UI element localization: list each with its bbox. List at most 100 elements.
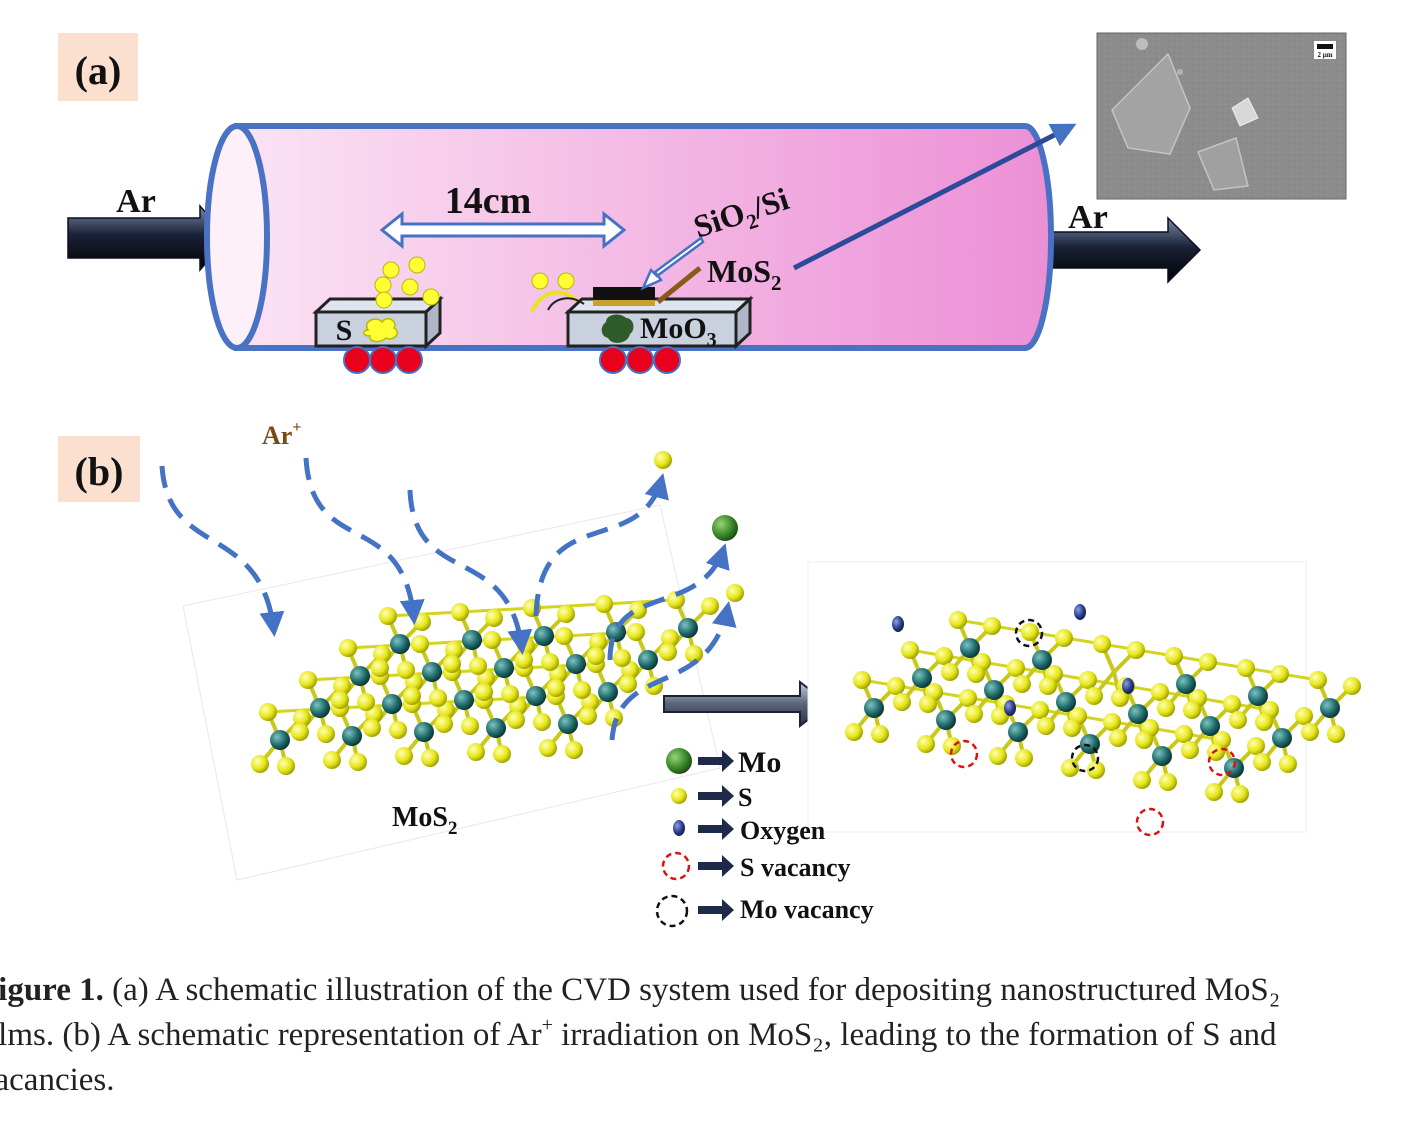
sulfur-atom (259, 703, 277, 721)
molybdenum-atom (984, 680, 1004, 700)
sulfur-atom (333, 677, 351, 695)
gas-outlet-arrow (1039, 216, 1202, 284)
ion-path-3 (407, 489, 533, 655)
sulfur-atom (397, 661, 415, 679)
oxygen-atom (1074, 604, 1086, 620)
sulfur-atom (1237, 659, 1255, 677)
pristine-lattice-label: MoS2 (392, 802, 458, 839)
sputter-path-1 (533, 473, 669, 617)
molybdenum-atom (422, 662, 442, 682)
quartz-tube (204, 123, 1054, 351)
sulfur-atom (469, 657, 487, 675)
sulfur-atom (403, 687, 421, 705)
figure-caption: Figure 1. (a) A schematic illustration o… (0, 968, 1421, 1103)
sulfur-atom (501, 685, 519, 703)
sulfur-atom (373, 645, 391, 663)
heater-right (599, 346, 681, 374)
sulfur-atom (1253, 753, 1271, 771)
sulfur-atom (379, 607, 397, 625)
molybdenum-atom (534, 626, 554, 646)
sulfur-atom (965, 705, 983, 723)
sulfur-atom (959, 689, 977, 707)
sulfur-atom (371, 659, 389, 677)
sulfur-atom (949, 611, 967, 629)
sulfur-atom (701, 597, 719, 615)
panel-b: (b) Ar+ MoS2 (58, 419, 1361, 928)
sulfur-atom (1037, 717, 1055, 735)
sulfur-atom (1135, 731, 1153, 749)
sulfur-atom (595, 595, 613, 613)
oxygen-atom (892, 616, 904, 632)
sulfur-atom (1295, 707, 1313, 725)
molybdenum-atom (270, 730, 290, 750)
sulfur-atom (627, 623, 645, 641)
legend-mo-label: Mo (738, 746, 781, 779)
sulfur-atom (845, 723, 863, 741)
sulfur-atom (493, 745, 511, 763)
defected-lattice-frame (807, 561, 1307, 833)
sulfur-atom (291, 723, 309, 741)
sulfur-atom (317, 725, 335, 743)
sulfur-atom (1343, 677, 1361, 695)
sulfur-atom (339, 639, 357, 657)
sulfur-atom (685, 645, 703, 663)
molybdenum-atom (350, 666, 370, 686)
sulfur-source-label: S (336, 314, 353, 347)
s-vacancy (1207, 747, 1237, 777)
molybdenum-atom (462, 630, 482, 650)
sulfur-atom (1157, 699, 1175, 717)
sulfur-atom (557, 605, 575, 623)
sulfur-atom (547, 679, 565, 697)
sulfur-atom (1327, 725, 1345, 743)
sulfur-atom (1183, 701, 1201, 719)
sulfur-atom (363, 719, 381, 737)
legend-s: S (671, 783, 752, 812)
sulfur-atom (1301, 723, 1319, 741)
sulfur-atom (579, 707, 597, 725)
sputter-path-3 (609, 601, 737, 741)
sulfur-atom (485, 609, 503, 627)
sulfur-atom (919, 695, 937, 713)
sulfur-atom (1165, 647, 1183, 665)
sulfur-atom (1093, 635, 1111, 653)
mo-vacancy-symbol (655, 894, 689, 928)
caption-line-1: Figure 1. (a) A schematic illustration o… (0, 968, 1421, 1013)
oxygen-symbol (673, 820, 685, 836)
sulfur-atom (853, 671, 871, 689)
sulfur-atom (573, 681, 591, 699)
sulfur-atom (887, 677, 905, 695)
sulfur-atom (299, 671, 317, 689)
sulfur-atom (589, 633, 607, 651)
molybdenum-atom (1248, 686, 1268, 706)
sulfur-atom (541, 653, 559, 671)
sulfur-atom (943, 737, 961, 755)
sulfur-atom (451, 603, 469, 621)
sulfur-atom (555, 627, 573, 645)
sulfur-atom (1055, 629, 1073, 647)
molybdenum-atom (1152, 746, 1172, 766)
molybdenum-atom (486, 718, 506, 738)
sulfur-atom (1271, 665, 1289, 683)
mo-vacancy (1070, 743, 1100, 773)
sulfur-atom (251, 755, 269, 773)
legend-mo-vacancy-label: Mo vacancy (740, 895, 874, 924)
molybdenum-atom (1200, 716, 1220, 736)
sulfur-atom (967, 665, 985, 683)
sulfur-atom (941, 663, 959, 681)
sulfur-atom (1231, 785, 1249, 803)
sulfur-atom (467, 743, 485, 761)
sulfur-atom (349, 753, 367, 771)
molybdenum-atom (382, 694, 402, 714)
sulfur-atom (901, 641, 919, 659)
molybdenum-atom (638, 650, 658, 670)
lattice-atoms (845, 611, 1361, 803)
molybdenum-atom (1128, 704, 1148, 724)
ejected-s-atom-1 (654, 451, 672, 469)
sulfur-atom (389, 721, 407, 739)
sulfur-atom (539, 739, 557, 757)
sulfur-atom (1279, 755, 1297, 773)
molybdenum-atom (936, 710, 956, 730)
molybdenum-atom (1320, 698, 1340, 718)
sulfur-atom (1199, 653, 1217, 671)
